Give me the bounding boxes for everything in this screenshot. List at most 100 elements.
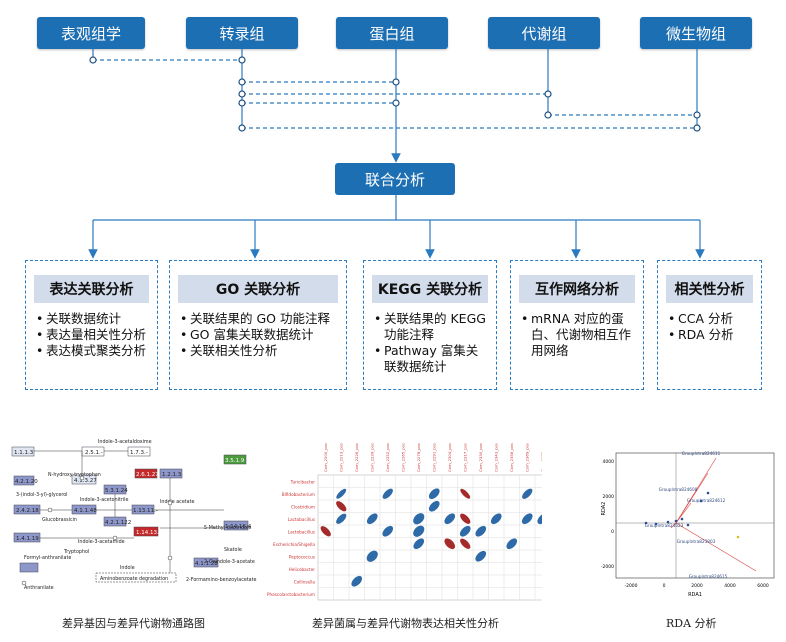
correlation-heatmap: TuricibacterBifidobacteriumClostridiumLa… — [267, 443, 542, 601]
svg-text:2-Formamino-benzoylacetate: 2-Formamino-benzoylacetate — [186, 577, 256, 583]
panel-kegg-association: KEGG 关联分析 关联结果的 KEGG 功能注释 Pathway 富集关联数据… — [363, 260, 497, 390]
svg-text:Indole-3-acetamide: Indole-3-acetamide — [78, 539, 125, 545]
heatmap-col-label: Com_2369_pos — [524, 443, 529, 472]
omic-epigenomics: 表观组学 — [37, 17, 145, 49]
heatmap-col-label: Com_2330_pos — [478, 443, 483, 472]
panel-item: 关联数据统计 — [36, 311, 149, 327]
omic-microbiome: 微生物组 — [640, 17, 752, 49]
heatmap-row-label: Clostridium — [291, 504, 315, 509]
rda-xlabel: RDA1 — [688, 592, 702, 598]
heatmap-row-label: Peptococcus — [289, 554, 315, 559]
heatmap-cell — [428, 500, 440, 512]
heatmap-cell — [336, 501, 347, 512]
svg-text:3-(indol-3-yl)-glycerol: 3-(indol-3-yl)-glycerol — [16, 492, 67, 498]
heatmap-cell — [460, 488, 471, 499]
panel-expression-association: 表达关联分析 关联数据统计 表达量相关性分析 表达模式聚类分析 — [25, 260, 158, 390]
heatmap-cell — [459, 525, 471, 537]
heatmap-row-label: Bifidobacterium — [282, 492, 315, 497]
connector-lines — [88, 49, 705, 259]
heatmap-cell — [428, 488, 440, 500]
heatmap-row-label: Lactobacillus — [288, 517, 315, 522]
svg-text:1.2.1.3: 1.2.1.3 — [162, 472, 182, 478]
panel-title: GO 关联分析 — [178, 275, 338, 303]
omic-proteome: 蛋白组 — [336, 17, 448, 49]
heatmap-cell — [460, 513, 471, 524]
heatmap-cell — [351, 575, 363, 587]
rda-frame — [615, 452, 775, 579]
svg-text:1.13.11.-: 1.13.11.- — [133, 508, 158, 514]
heatmap-cell — [521, 513, 533, 525]
rda-xtick: 6000 — [757, 583, 769, 589]
heatmap-col-label: Com_2304_pos — [447, 443, 452, 472]
heatmap-cell — [366, 513, 378, 525]
heatmap-col-label: Com_2200_pos — [323, 443, 328, 472]
rda-xtick: -2000 — [624, 583, 637, 589]
panel-item: 表达模式聚类分析 — [36, 343, 149, 359]
heatmap-cell — [382, 488, 393, 499]
heatmap-col-label: Com_2226_pos — [354, 443, 359, 472]
rda-xtick: 4000 — [724, 583, 736, 589]
rda-arrow — [670, 522, 677, 529]
rda-sample-point — [674, 519, 678, 523]
heatmap-col-label: Com_2213_pos — [338, 443, 343, 472]
panel-title: 互作网络分析 — [519, 275, 635, 303]
heatmap-row-label: Escherichia/Shigella — [273, 542, 315, 547]
heatmap-cell — [366, 550, 378, 562]
rda-point-label: GroupIntra824615 — [689, 574, 728, 579]
heatmap-row-label: Phascolarctobacterium — [267, 592, 315, 597]
panel-correlation-analysis: 相关性分析 CCA 分析 RDA 分析 — [657, 260, 762, 390]
svg-text:Tryptophol: Tryptophol — [63, 549, 89, 555]
panel-item: CCA 分析 — [668, 311, 753, 327]
svg-text:Formyl-anthranilate: Formyl-anthranilate — [24, 555, 71, 561]
panel-item: 关联结果的 GO 功能注释 — [180, 311, 338, 327]
svg-text:2.6.1.27: 2.6.1.27 — [136, 472, 159, 478]
svg-text:4.1.1.48: 4.1.1.48 — [74, 508, 97, 514]
rda-point-label: GroupIntra824623 — [645, 523, 684, 528]
panel-item: mRNA 对应的蛋白、代谢物相互作用网络 — [521, 311, 635, 359]
heatmap-cell — [537, 513, 542, 525]
svg-text:1.4.1.19: 1.4.1.19 — [16, 536, 39, 542]
heatmap-cell — [320, 526, 331, 537]
rda-point-label: GroupIntra824612 — [687, 498, 726, 503]
heatmap-col-label: Com_2252_pos — [385, 443, 390, 472]
svg-text:Indole: Indole — [120, 565, 135, 571]
heatmap-cell — [413, 538, 425, 550]
rda-arrow — [675, 522, 757, 572]
svg-text:Aminobenzoate degradation: Aminobenzoate degradation — [100, 576, 168, 582]
heatmap-col-label: Com_2265_pos — [400, 443, 405, 472]
heatmap-cell — [522, 488, 533, 499]
svg-text:Indole-3-acetaldoxime: Indole-3-acetaldoxime — [98, 439, 152, 445]
rda-arrow — [675, 502, 692, 524]
caption-heatmap: 差异菌属与差异代谢物表达相关性分析 — [312, 617, 499, 630]
svg-text:N-hydroxy-tryptophan: N-hydroxy-tryptophan — [48, 472, 101, 478]
pathway-compounds: N-hydroxy-tryptophan Indole-3-acetaldoxi… — [16, 439, 256, 591]
svg-text:2-Oxindole-3-acetate: 2-Oxindole-3-acetate — [204, 559, 255, 565]
heatmap-cell — [475, 550, 487, 562]
panel-item: 关联结果的 KEGG 功能注释 — [374, 311, 488, 343]
svg-text:Anthranilate: Anthranilate — [24, 585, 54, 591]
rda-sample-point — [736, 535, 740, 539]
svg-text:Skatole: Skatole — [224, 547, 242, 553]
svg-text:1.14.13.-: 1.14.13.- — [136, 530, 161, 536]
panel-go-association: GO 关联分析 关联结果的 GO 功能注释 GO 富集关联数据统计 关联相关性分… — [169, 260, 347, 390]
omic-metabolome: 代谢组 — [488, 17, 600, 49]
svg-text:1.7.3.-: 1.7.3.- — [130, 450, 148, 456]
heatmap-col-label: Com_2278_pos — [416, 443, 421, 472]
heatmap-row-label: Lactobacillus — [288, 529, 315, 534]
heatmap-cell — [444, 513, 456, 525]
rda-point-label: GroupIntra823803 — [677, 539, 716, 544]
heatmap-col-label: Com_2317_pos — [462, 443, 467, 472]
rda-sample-point — [686, 523, 690, 527]
rda-ytick: 2000 — [603, 494, 615, 500]
svg-text:4.1.3.27: 4.1.3.27 — [74, 478, 97, 484]
svg-text:4.2.1.122: 4.2.1.122 — [105, 520, 131, 526]
heatmap-col-label: Com_2239_pos — [369, 443, 374, 472]
rda-sample-point — [699, 499, 703, 503]
svg-text:2.5.1.-: 2.5.1.- — [85, 450, 103, 456]
rda-sample-point — [654, 522, 658, 526]
panel-item: 关联相关性分析 — [180, 343, 338, 359]
panel-network-analysis: 互作网络分析 mRNA 对应的蛋白、代谢物相互作用网络 — [510, 260, 644, 390]
pathway-ec-boxes: 1.1.1.3 2.5.1.- 1.7.3.- 4.2.1.20 4.1.3.2… — [11, 446, 252, 568]
rda-xtick: 2000 — [691, 583, 703, 589]
heatmap-row-label: Turicibacter — [290, 479, 316, 484]
